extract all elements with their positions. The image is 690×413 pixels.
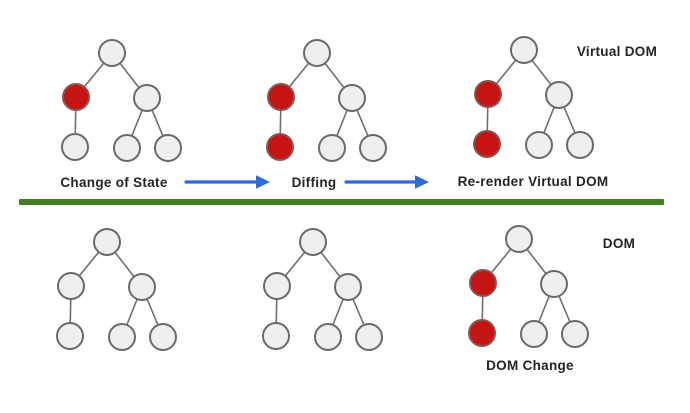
tree-node-right-right xyxy=(154,134,182,162)
tree-node-root xyxy=(299,228,327,256)
tree-node-root xyxy=(303,39,331,67)
tree-vdom-diffing xyxy=(266,39,387,162)
tree-node-right-left xyxy=(318,134,346,162)
tree-node-right-left xyxy=(314,323,342,351)
tree-node-right-left xyxy=(108,323,136,351)
tree-node-right xyxy=(133,84,161,112)
tree-vdom-rerender xyxy=(473,36,594,159)
tree-node-left-changed xyxy=(62,83,90,111)
section-divider-line xyxy=(19,199,664,205)
tree-dom-after-change xyxy=(468,225,589,348)
label-diffing: Diffing xyxy=(291,175,337,190)
tree-node-left-left xyxy=(61,133,89,161)
tree-node-left-left-changed xyxy=(266,133,294,161)
tree-node-right-right xyxy=(355,323,383,351)
label-dom-change: DOM Change xyxy=(486,358,574,373)
tree-node-left-left xyxy=(56,322,84,350)
tree-node-root xyxy=(505,225,533,253)
tree-node-right-left xyxy=(520,320,548,348)
arrow-right-icon xyxy=(184,175,270,189)
tree-node-left-changed xyxy=(267,83,295,111)
tree-node-right xyxy=(545,81,573,109)
tree-dom-before-1 xyxy=(56,228,177,351)
tree-node-left xyxy=(263,272,291,300)
tree-node-right-left xyxy=(525,131,553,159)
tree-node-root xyxy=(93,228,121,256)
tree-node-right-right xyxy=(561,320,589,348)
tree-node-left-changed xyxy=(469,269,497,297)
tree-dom-before-2 xyxy=(262,228,383,351)
tree-node-left-left xyxy=(262,322,290,350)
tree-node-right xyxy=(540,270,568,298)
tree-node-right-right xyxy=(359,134,387,162)
tree-node-right xyxy=(338,84,366,112)
label-virtual-dom: Virtual DOM xyxy=(576,44,658,59)
tree-node-root xyxy=(510,36,538,64)
tree-node-right-right xyxy=(566,131,594,159)
arrow-right-icon xyxy=(344,175,429,189)
label-rerender-virtual-dom: Re-render Virtual DOM xyxy=(457,174,609,189)
tree-node-left-changed xyxy=(474,80,502,108)
tree-node-left-left-changed xyxy=(468,319,496,347)
tree-node-right xyxy=(334,273,362,301)
tree-node-left-left-changed xyxy=(473,130,501,158)
tree-node-right-right xyxy=(149,323,177,351)
tree-node-right xyxy=(128,273,156,301)
label-change-of-state: Change of State xyxy=(60,175,168,190)
label-dom: DOM xyxy=(602,236,636,251)
tree-node-left xyxy=(57,272,85,300)
tree-node-right-left xyxy=(113,134,141,162)
tree-node-root xyxy=(98,39,126,67)
tree-vdom-change-of-state xyxy=(61,39,182,162)
